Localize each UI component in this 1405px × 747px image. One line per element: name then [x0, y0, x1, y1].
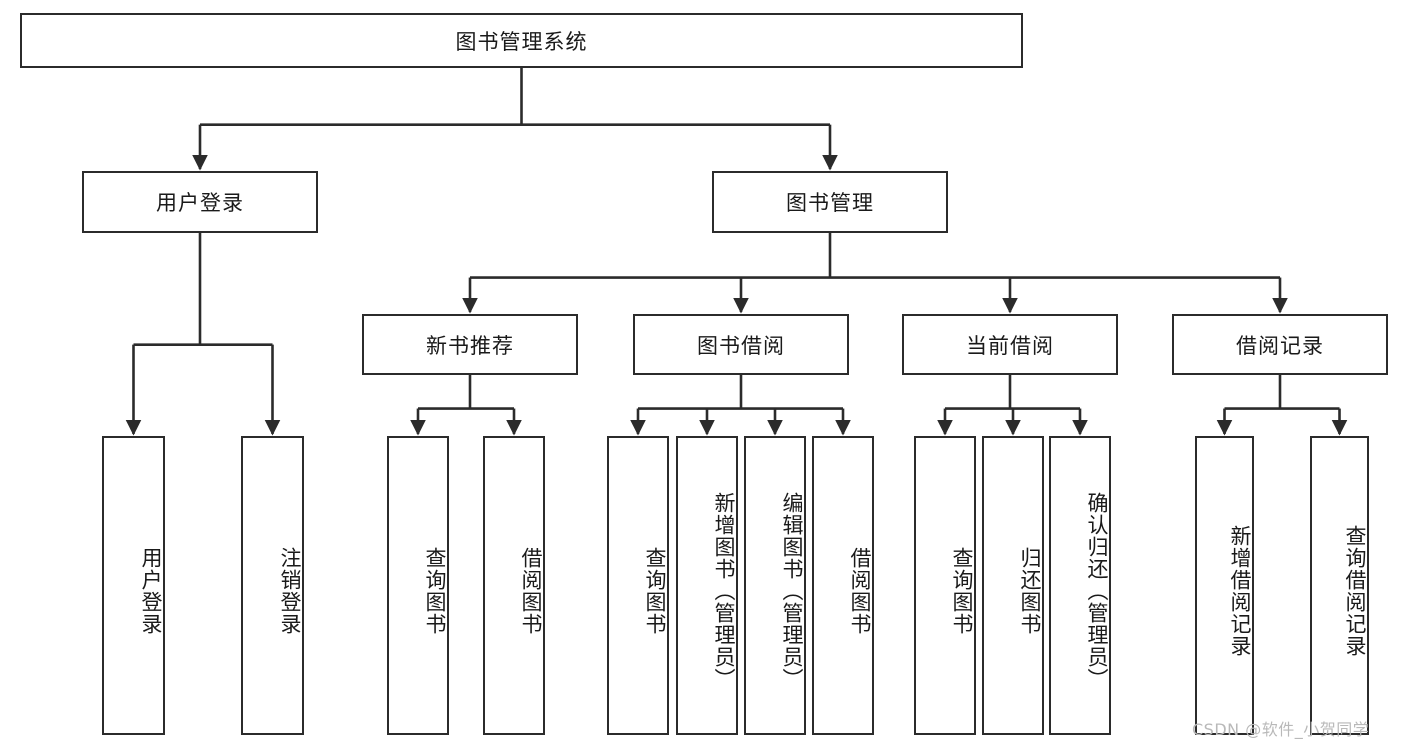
node-label: 编辑图书（管理员） — [780, 491, 804, 690]
node-leaf_3[interactable]: 借阅图书 — [483, 436, 545, 735]
node-label: 图书管理系统 — [455, 29, 588, 54]
node-leaf_11[interactable]: 新增借阅记录 — [1195, 436, 1254, 735]
node-l1_0[interactable]: 用户登录 — [82, 171, 318, 233]
node-label: 图书管理 — [786, 191, 874, 215]
node-leaf_5[interactable]: 新增图书（管理员） — [676, 436, 738, 735]
node-l2_2[interactable]: 当前借阅 — [902, 314, 1118, 375]
node-l2_3[interactable]: 借阅记录 — [1172, 314, 1388, 375]
node-label: 查询图书 — [423, 546, 447, 635]
node-label: 归还图书 — [1018, 546, 1042, 635]
node-label: 图书借阅 — [697, 333, 785, 358]
node-leaf_1[interactable]: 注销登录 — [241, 436, 304, 735]
node-label: 借阅图书 — [519, 546, 543, 635]
node-label: 查询图书 — [950, 546, 974, 635]
node-leaf_12[interactable]: 查询借阅记录 — [1310, 436, 1369, 735]
node-label: 新增借阅记录 — [1228, 524, 1252, 657]
node-leaf_7[interactable]: 借阅图书 — [812, 436, 874, 735]
node-leaf_0[interactable]: 用户登录 — [102, 436, 165, 735]
node-leaf_4[interactable]: 查询图书 — [607, 436, 669, 735]
node-label: 查询图书 — [643, 546, 667, 635]
node-l1_1[interactable]: 图书管理 — [712, 171, 948, 233]
node-label: 新增图书（管理员） — [712, 491, 736, 690]
node-label: 借阅图书 — [848, 546, 872, 635]
node-leaf_10[interactable]: 确认归还（管理员） — [1049, 436, 1111, 735]
node-leaf_9[interactable]: 归还图书 — [982, 436, 1044, 735]
node-l2_0[interactable]: 新书推荐 — [362, 314, 578, 375]
node-root[interactable]: 图书管理系统 — [20, 13, 1023, 68]
node-label: 借阅记录 — [1236, 333, 1324, 358]
node-leaf_6[interactable]: 编辑图书（管理员） — [744, 436, 806, 735]
csdn-watermark: CSDN @软件_小贺同学 — [1192, 720, 1370, 739]
node-leaf_8[interactable]: 查询图书 — [914, 436, 976, 735]
node-label: 新书推荐 — [426, 333, 514, 358]
node-label: 用户登录 — [156, 191, 244, 215]
node-l2_1[interactable]: 图书借阅 — [633, 314, 849, 375]
node-label: 注销登录 — [278, 546, 302, 635]
node-label: 确认归还（管理员） — [1085, 491, 1109, 690]
node-leaf_2[interactable]: 查询图书 — [387, 436, 449, 735]
node-label: 用户登录 — [139, 546, 163, 635]
node-label: 查询借阅记录 — [1343, 524, 1367, 657]
node-label: 当前借阅 — [966, 333, 1054, 358]
